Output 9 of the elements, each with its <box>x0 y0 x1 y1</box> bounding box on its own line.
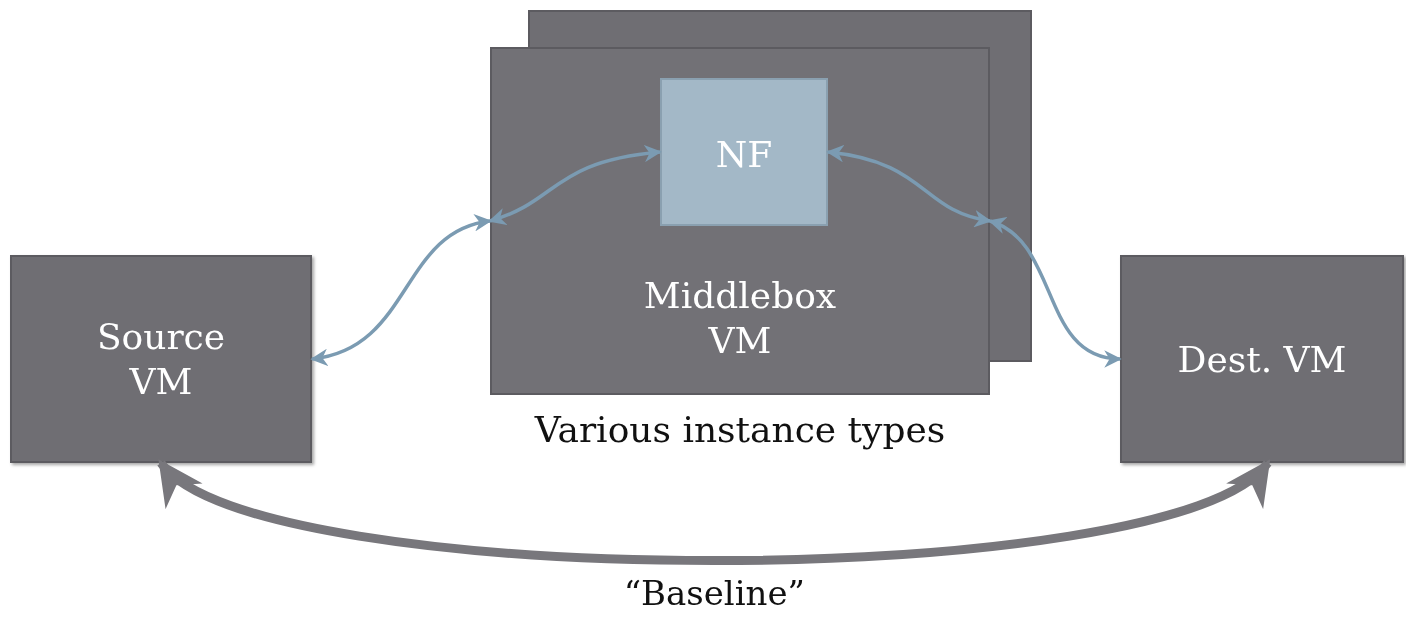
vm-box <box>10 255 312 463</box>
node-label: Middlebox VM <box>642 274 838 363</box>
vm-box <box>1120 255 1404 463</box>
nf-box <box>660 78 828 226</box>
node-label: NF <box>715 133 773 177</box>
node-label: Dest. VM <box>1176 337 1348 382</box>
caption-text: Various instance types <box>534 409 946 450</box>
double-arrow <box>488 145 662 225</box>
node-label: Source VM <box>95 315 227 404</box>
